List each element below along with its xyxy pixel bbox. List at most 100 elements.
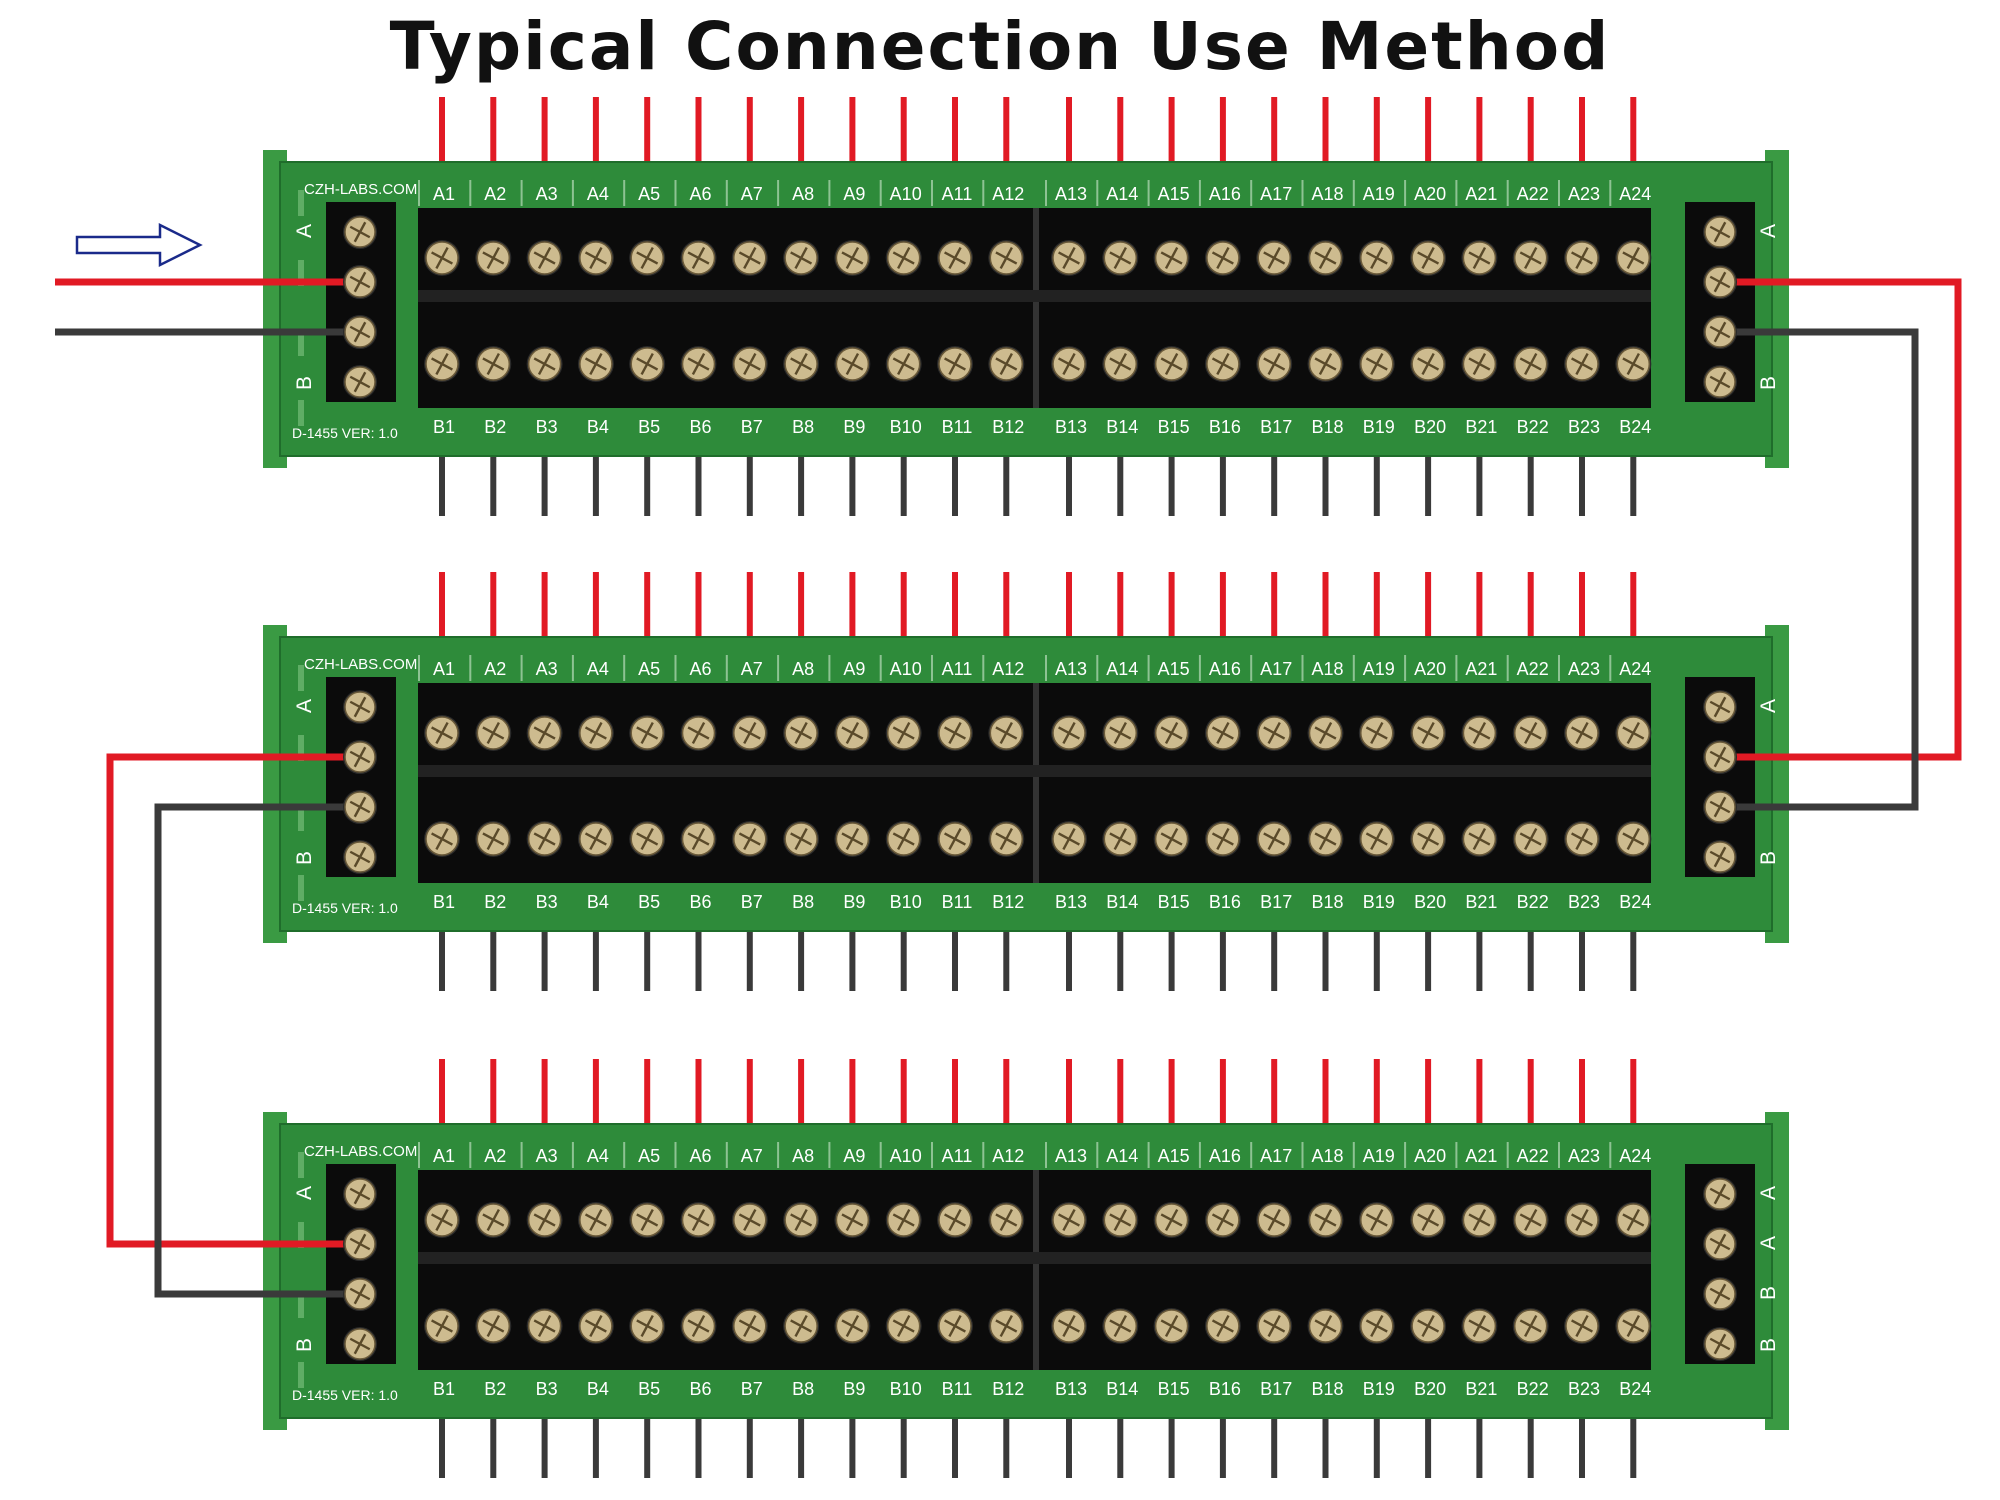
bus-screw-right (1703, 1177, 1737, 1211)
terminal-label-top: A24 (1619, 659, 1651, 679)
mount-slot (298, 1362, 304, 1388)
terminal-label-bottom: B9 (843, 892, 865, 912)
terminal-screw-bottom (680, 1308, 717, 1344)
terminal-label-top: A3 (536, 184, 558, 204)
terminal-label-top: A7 (741, 184, 763, 204)
side-label: A (1757, 1236, 1780, 1250)
terminal-label-bottom: B16 (1209, 417, 1241, 437)
bus-screw-left (343, 690, 377, 724)
bus-screw-right (1703, 1277, 1737, 1311)
terminal-label-bottom: B12 (992, 1379, 1024, 1399)
terminal-screw-bottom (1564, 821, 1600, 857)
side-label-b: B (1757, 376, 1780, 390)
terminal-screw-top (1461, 1202, 1498, 1238)
terminal-label-top: A18 (1311, 1146, 1343, 1166)
terminal-label-bottom: B5 (638, 1379, 660, 1399)
terminal-screw-top (1358, 1202, 1395, 1238)
mount-slot (298, 190, 304, 216)
label-divider (828, 1142, 831, 1168)
terminal-label-bottom: B23 (1568, 417, 1600, 437)
terminal-label-top: A14 (1106, 1146, 1138, 1166)
terminal-label-bottom: B4 (587, 417, 609, 437)
terminal-label-bottom: B7 (741, 417, 763, 437)
terminal-screw-bottom (1204, 1308, 1241, 1344)
terminal-label-top: A15 (1158, 1146, 1190, 1166)
terminal-label-bottom: B3 (536, 1379, 558, 1399)
terminal-screw-bottom (937, 821, 973, 857)
terminal-screw-bottom (1461, 346, 1498, 382)
label-divider (1147, 1142, 1150, 1168)
terminal-screw-bottom (1102, 346, 1139, 382)
terminal-screw-top (1307, 715, 1344, 751)
terminal-label-bottom: B21 (1465, 417, 1497, 437)
terminal-screw-bottom (1564, 346, 1600, 382)
terminal-screw-bottom (1564, 1308, 1600, 1344)
terminal-screw-top (1410, 240, 1447, 276)
label-divider (571, 1142, 574, 1168)
label-divider (1198, 1142, 1201, 1168)
terminal-screw-top (629, 240, 666, 276)
terminal-label-top: A19 (1363, 659, 1395, 679)
terminal-screw-top (680, 715, 717, 751)
terminal-label-top: A18 (1311, 659, 1343, 679)
label-divider (1609, 1142, 1612, 1168)
terminal-label-top: A8 (792, 1146, 814, 1166)
terminal-label-bottom: B12 (992, 892, 1024, 912)
bus-screw (1703, 265, 1737, 299)
terminal-label-top: A16 (1209, 1146, 1241, 1166)
terminal-label-bottom: B19 (1363, 892, 1395, 912)
label-divider (1096, 180, 1099, 206)
label-divider (1609, 655, 1612, 681)
terminal-label-bottom: B10 (890, 892, 922, 912)
label-divider (418, 180, 420, 206)
terminal-label-bottom: B20 (1414, 417, 1446, 437)
terminal-screw-top (629, 715, 666, 751)
label-divider (1198, 180, 1201, 206)
terminal-label-top: A20 (1414, 1146, 1446, 1166)
terminal-screw-bottom (526, 1308, 563, 1344)
terminal-screw-bottom (783, 821, 820, 857)
terminal-label-top: A3 (536, 1146, 558, 1166)
terminal-label-bottom: B6 (689, 417, 711, 437)
label-divider (1455, 655, 1458, 681)
terminal-label-top: A2 (484, 1146, 506, 1166)
terminal-label-bottom: B6 (689, 1379, 711, 1399)
terminal-label-top: A22 (1517, 659, 1549, 679)
terminal-label-top: A9 (843, 1146, 865, 1166)
terminal-screw-top (1307, 240, 1344, 276)
terminal-label-top: A1 (433, 659, 455, 679)
terminal-screw-bottom (834, 1308, 871, 1344)
terminal-screw-bottom (475, 346, 512, 382)
bus-screw (1703, 315, 1737, 349)
terminal-screw-bottom (1256, 346, 1293, 382)
terminal-screw-bottom (680, 346, 717, 382)
terminal-label-top: A17 (1260, 1146, 1292, 1166)
terminal-screw-top (834, 240, 871, 276)
link-wire-negative (154, 803, 360, 1298)
terminal-screw-bottom (424, 1308, 460, 1344)
terminal-label-bottom: B14 (1106, 417, 1138, 437)
terminal-label-bottom: B21 (1465, 892, 1497, 912)
label-divider (777, 655, 780, 681)
terminal-screw-bottom (1256, 1308, 1293, 1344)
terminal-label-bottom: B22 (1517, 892, 1549, 912)
terminal-screw-bottom (577, 1308, 614, 1344)
terminal-label-top: A10 (890, 659, 922, 679)
link-wires (55, 222, 1962, 1311)
label-divider (1147, 180, 1150, 206)
terminal-label-top: A22 (1517, 184, 1549, 204)
label-divider (982, 1142, 985, 1168)
model-label: D-1455 VER: 1.0 (292, 1387, 398, 1403)
label-divider (520, 655, 523, 681)
terminal-label-bottom: B14 (1106, 892, 1138, 912)
terminal-screw-top (577, 240, 614, 276)
label-divider (1558, 1142, 1560, 1168)
terminal-screw-bottom (731, 346, 768, 382)
terminal-screw-bottom (1615, 346, 1652, 382)
terminal-label-bottom: B13 (1055, 417, 1087, 437)
terminal-label-bottom: B4 (587, 1379, 609, 1399)
side-label-a: A (1757, 224, 1780, 238)
terminal-label-bottom: B15 (1158, 1379, 1190, 1399)
terminal-label-top: A24 (1619, 184, 1651, 204)
terminal-label-top: A7 (741, 1146, 763, 1166)
